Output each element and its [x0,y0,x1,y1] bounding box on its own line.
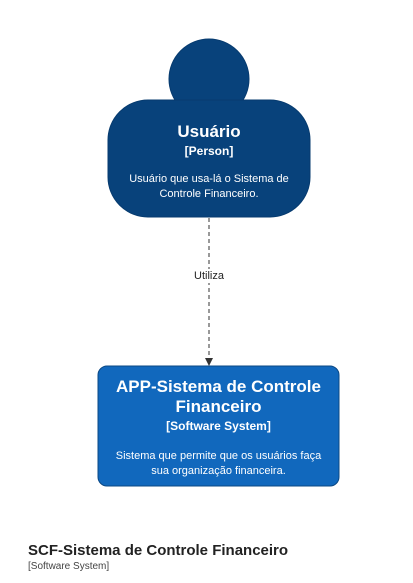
relationship-label: Utiliza [186,269,232,283]
system-description: Sistema que permite que os usuários faça… [115,450,322,477]
system-name: APP-Sistema de Controle Financeiro [116,377,321,416]
person-body [107,99,311,218]
person-shape[interactable] [107,38,311,218]
system-type: [Software System] [166,419,271,433]
boundary-subtitle: [Software System] [28,561,110,572]
person-type: [Person] [184,144,234,158]
software-system-box[interactable] [97,365,340,487]
person-label-group: Usuário [Person] Usuário que usa-lá o Si… [108,122,310,202]
system-label-group: APP-Sistema de Controle Financeiro [Soft… [98,377,339,479]
person-description: Usuário que usa-lá o Sistema de Controle… [129,173,289,200]
boundary-title: SCF-Sistema de Controle Financeiro [28,542,289,559]
person-name: Usuário [177,122,241,141]
